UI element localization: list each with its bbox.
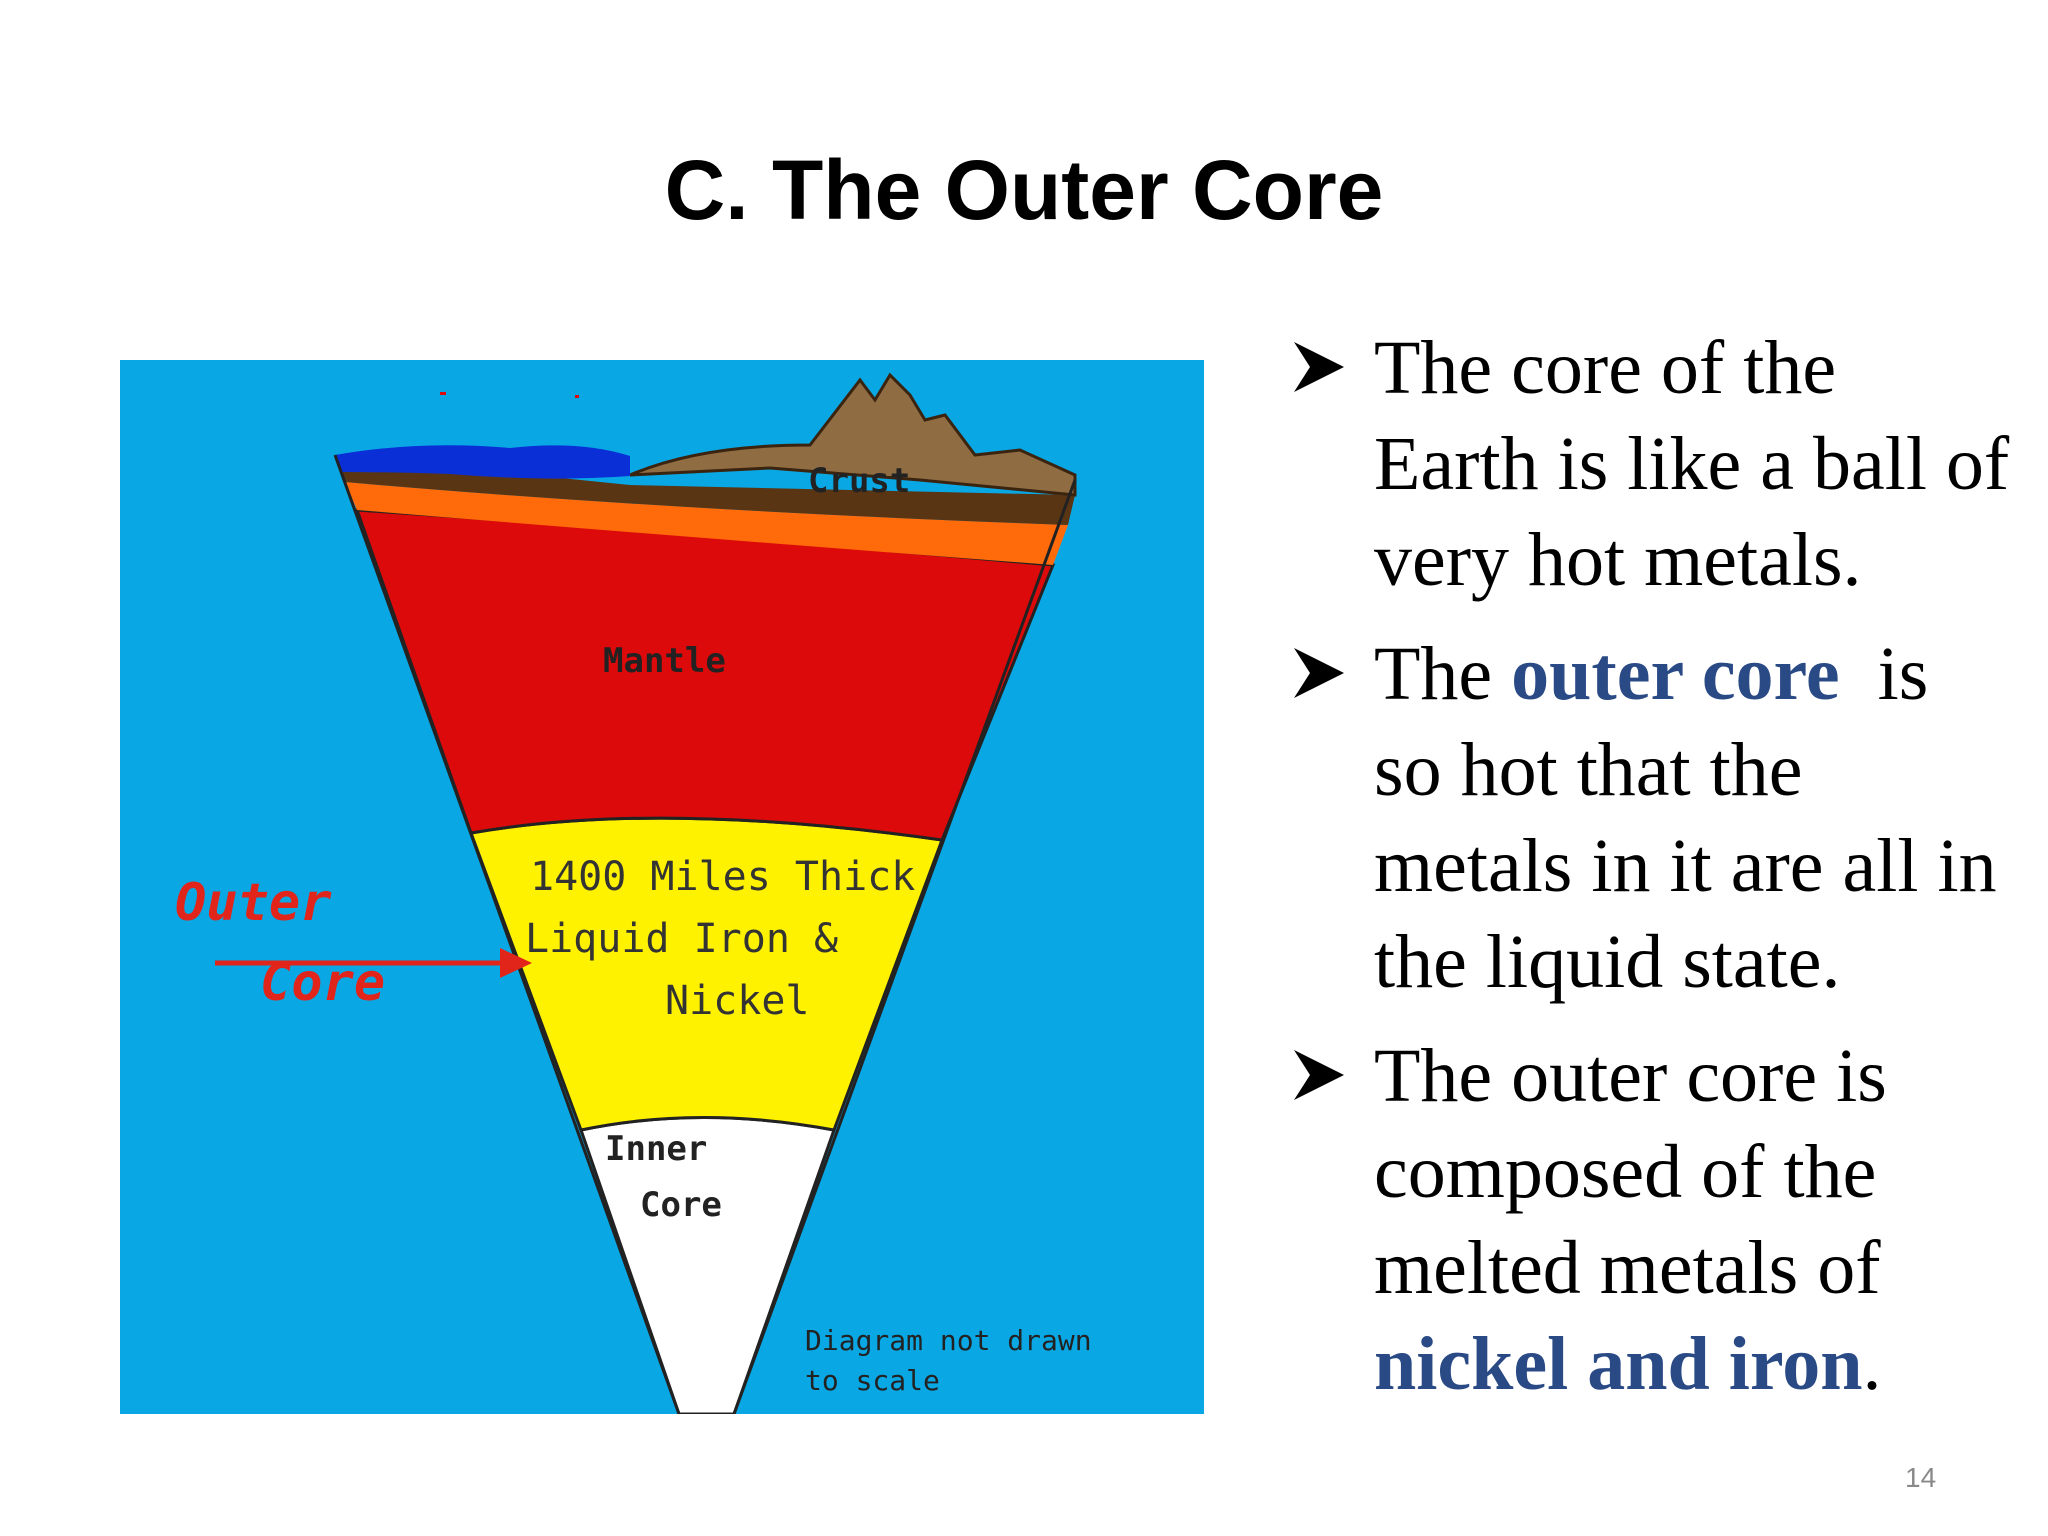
bullet-text: . <box>1862 1322 1882 1406</box>
ocean-water <box>335 445 630 479</box>
outer-core-callout-line1: Outer <box>175 873 332 933</box>
crust-label: Crust <box>808 461 910 501</box>
bullet-item: The core of the Earth is like a ball of … <box>1290 320 2010 608</box>
bullet-text: is so hot that the metals in it are all … <box>1374 632 2016 1004</box>
callout-arrow-head <box>500 948 532 978</box>
arrow-bullet-icon <box>1294 648 1344 698</box>
page-number: 14 <box>1905 1462 1937 1493</box>
crust-band <box>335 455 1075 525</box>
bullet-highlight: outer core <box>1511 632 1840 716</box>
earth-layers-diagram: Crust Mantle 1400 Miles Thick Liquid Iro… <box>120 360 1204 1414</box>
bullet-text: The outer core is composed of the melted… <box>1374 1034 1887 1310</box>
bullet-item: The outer core is composed of the melted… <box>1290 1028 2010 1412</box>
outer-core-thickness-label: 1400 Miles Thick <box>530 854 915 900</box>
bullet-text: The <box>1374 632 1512 716</box>
outer-core-nickel-label: Nickel <box>665 978 810 1024</box>
upper-mantle-layer <box>345 482 1068 565</box>
scale-note-line1: Diagram not drawn <box>805 1324 1092 1357</box>
scale-note-line2: to scale <box>805 1364 940 1397</box>
mountain-shape <box>629 372 1077 497</box>
arrow-bullet-icon <box>1294 342 1344 392</box>
mantle-label: Mantle <box>603 641 726 681</box>
inner-core-label-line1: Inner <box>605 1129 707 1169</box>
bullet-list: The core of the Earth is like a ball of … <box>1290 320 2010 1430</box>
inner-core-label-line2: Core <box>640 1185 722 1225</box>
bullet-highlight: nickel and iron <box>1374 1322 1863 1406</box>
bullet-text: The core of the Earth is like a ball of … <box>1374 326 2010 602</box>
outer-core-material-label: Liquid Iron & <box>525 916 838 962</box>
arrow-bullet-icon <box>1294 1050 1344 1100</box>
slide-title: C. The Outer Core <box>664 143 1384 237</box>
outer-core-callout-line2: Core <box>260 953 385 1013</box>
bullet-item: The outer core is so hot that the metals… <box>1290 626 2010 1010</box>
